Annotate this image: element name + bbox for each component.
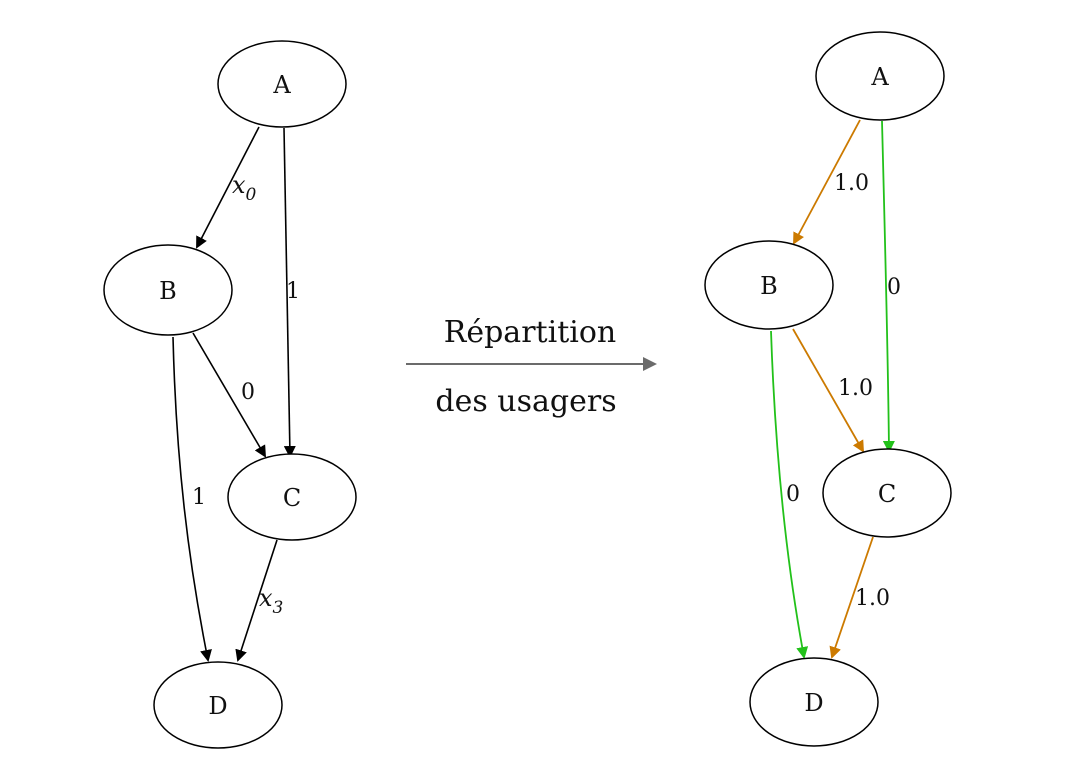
left-edge-c-d-sub: 3 bbox=[273, 598, 284, 618]
right-node-a-label: A bbox=[870, 63, 889, 91]
left-edge-a-c bbox=[283, 127, 296, 458]
left-node-b: B bbox=[103, 244, 233, 336]
left-node-c-label: C bbox=[283, 484, 301, 512]
left-edge-b-d bbox=[172, 336, 212, 662]
right-edge-b-c-label: 1.0 bbox=[838, 376, 873, 401]
right-edge-b-d-label: 0 bbox=[786, 482, 800, 507]
left-edge-b-c-label: 0 bbox=[241, 380, 255, 405]
left-edge-c-d-label: x3 bbox=[259, 584, 283, 618]
left-edge-a-b-label: x0 bbox=[232, 171, 257, 205]
right-graph: A B C D 1.0 0 1.0 0 1.0 bbox=[704, 31, 952, 747]
left-node-a-label: A bbox=[272, 71, 291, 99]
right-edge-c-d bbox=[829, 536, 874, 659]
right-edge-a-c-label: 0 bbox=[887, 275, 901, 300]
left-node-d-label: D bbox=[208, 692, 227, 720]
transform-arrow: Répartition des usagers bbox=[406, 315, 657, 419]
transform-caption-line2: des usagers bbox=[435, 384, 616, 419]
left-edge-b-d-label: 1 bbox=[192, 485, 206, 510]
right-node-b-label: B bbox=[760, 272, 778, 300]
right-edge-a-c bbox=[881, 120, 895, 453]
left-edge-b-c bbox=[192, 332, 267, 458]
right-node-c-label: C bbox=[878, 480, 896, 508]
right-edge-b-d bbox=[770, 330, 809, 659]
left-edge-a-b-sub: 0 bbox=[246, 185, 257, 205]
right-node-d-label: D bbox=[804, 689, 823, 717]
right-node-b: B bbox=[704, 240, 834, 330]
left-node-a: A bbox=[217, 40, 347, 128]
left-edge-a-c-label: 1 bbox=[286, 279, 300, 304]
left-edge-c-d bbox=[235, 539, 278, 662]
transform-caption-line1: Répartition bbox=[444, 315, 616, 350]
left-graph: A B C D x0 1 0 1 x3 bbox=[103, 40, 357, 749]
right-node-a: A bbox=[815, 31, 945, 121]
right-node-c: C bbox=[822, 448, 952, 538]
right-edge-a-b-label: 1.0 bbox=[834, 171, 869, 196]
right-edge-b-c bbox=[792, 328, 864, 453]
right-edge-a-b bbox=[793, 119, 861, 245]
left-node-c: C bbox=[227, 453, 357, 541]
left-edge-a-b bbox=[196, 126, 260, 249]
left-node-d: D bbox=[153, 661, 283, 749]
left-node-b-label: B bbox=[159, 277, 177, 305]
left-edge-c-d-var: x bbox=[259, 584, 273, 612]
right-node-d: D bbox=[749, 657, 879, 747]
left-edge-a-b-var: x bbox=[232, 171, 246, 199]
right-edge-c-d-label: 1.0 bbox=[855, 586, 890, 611]
